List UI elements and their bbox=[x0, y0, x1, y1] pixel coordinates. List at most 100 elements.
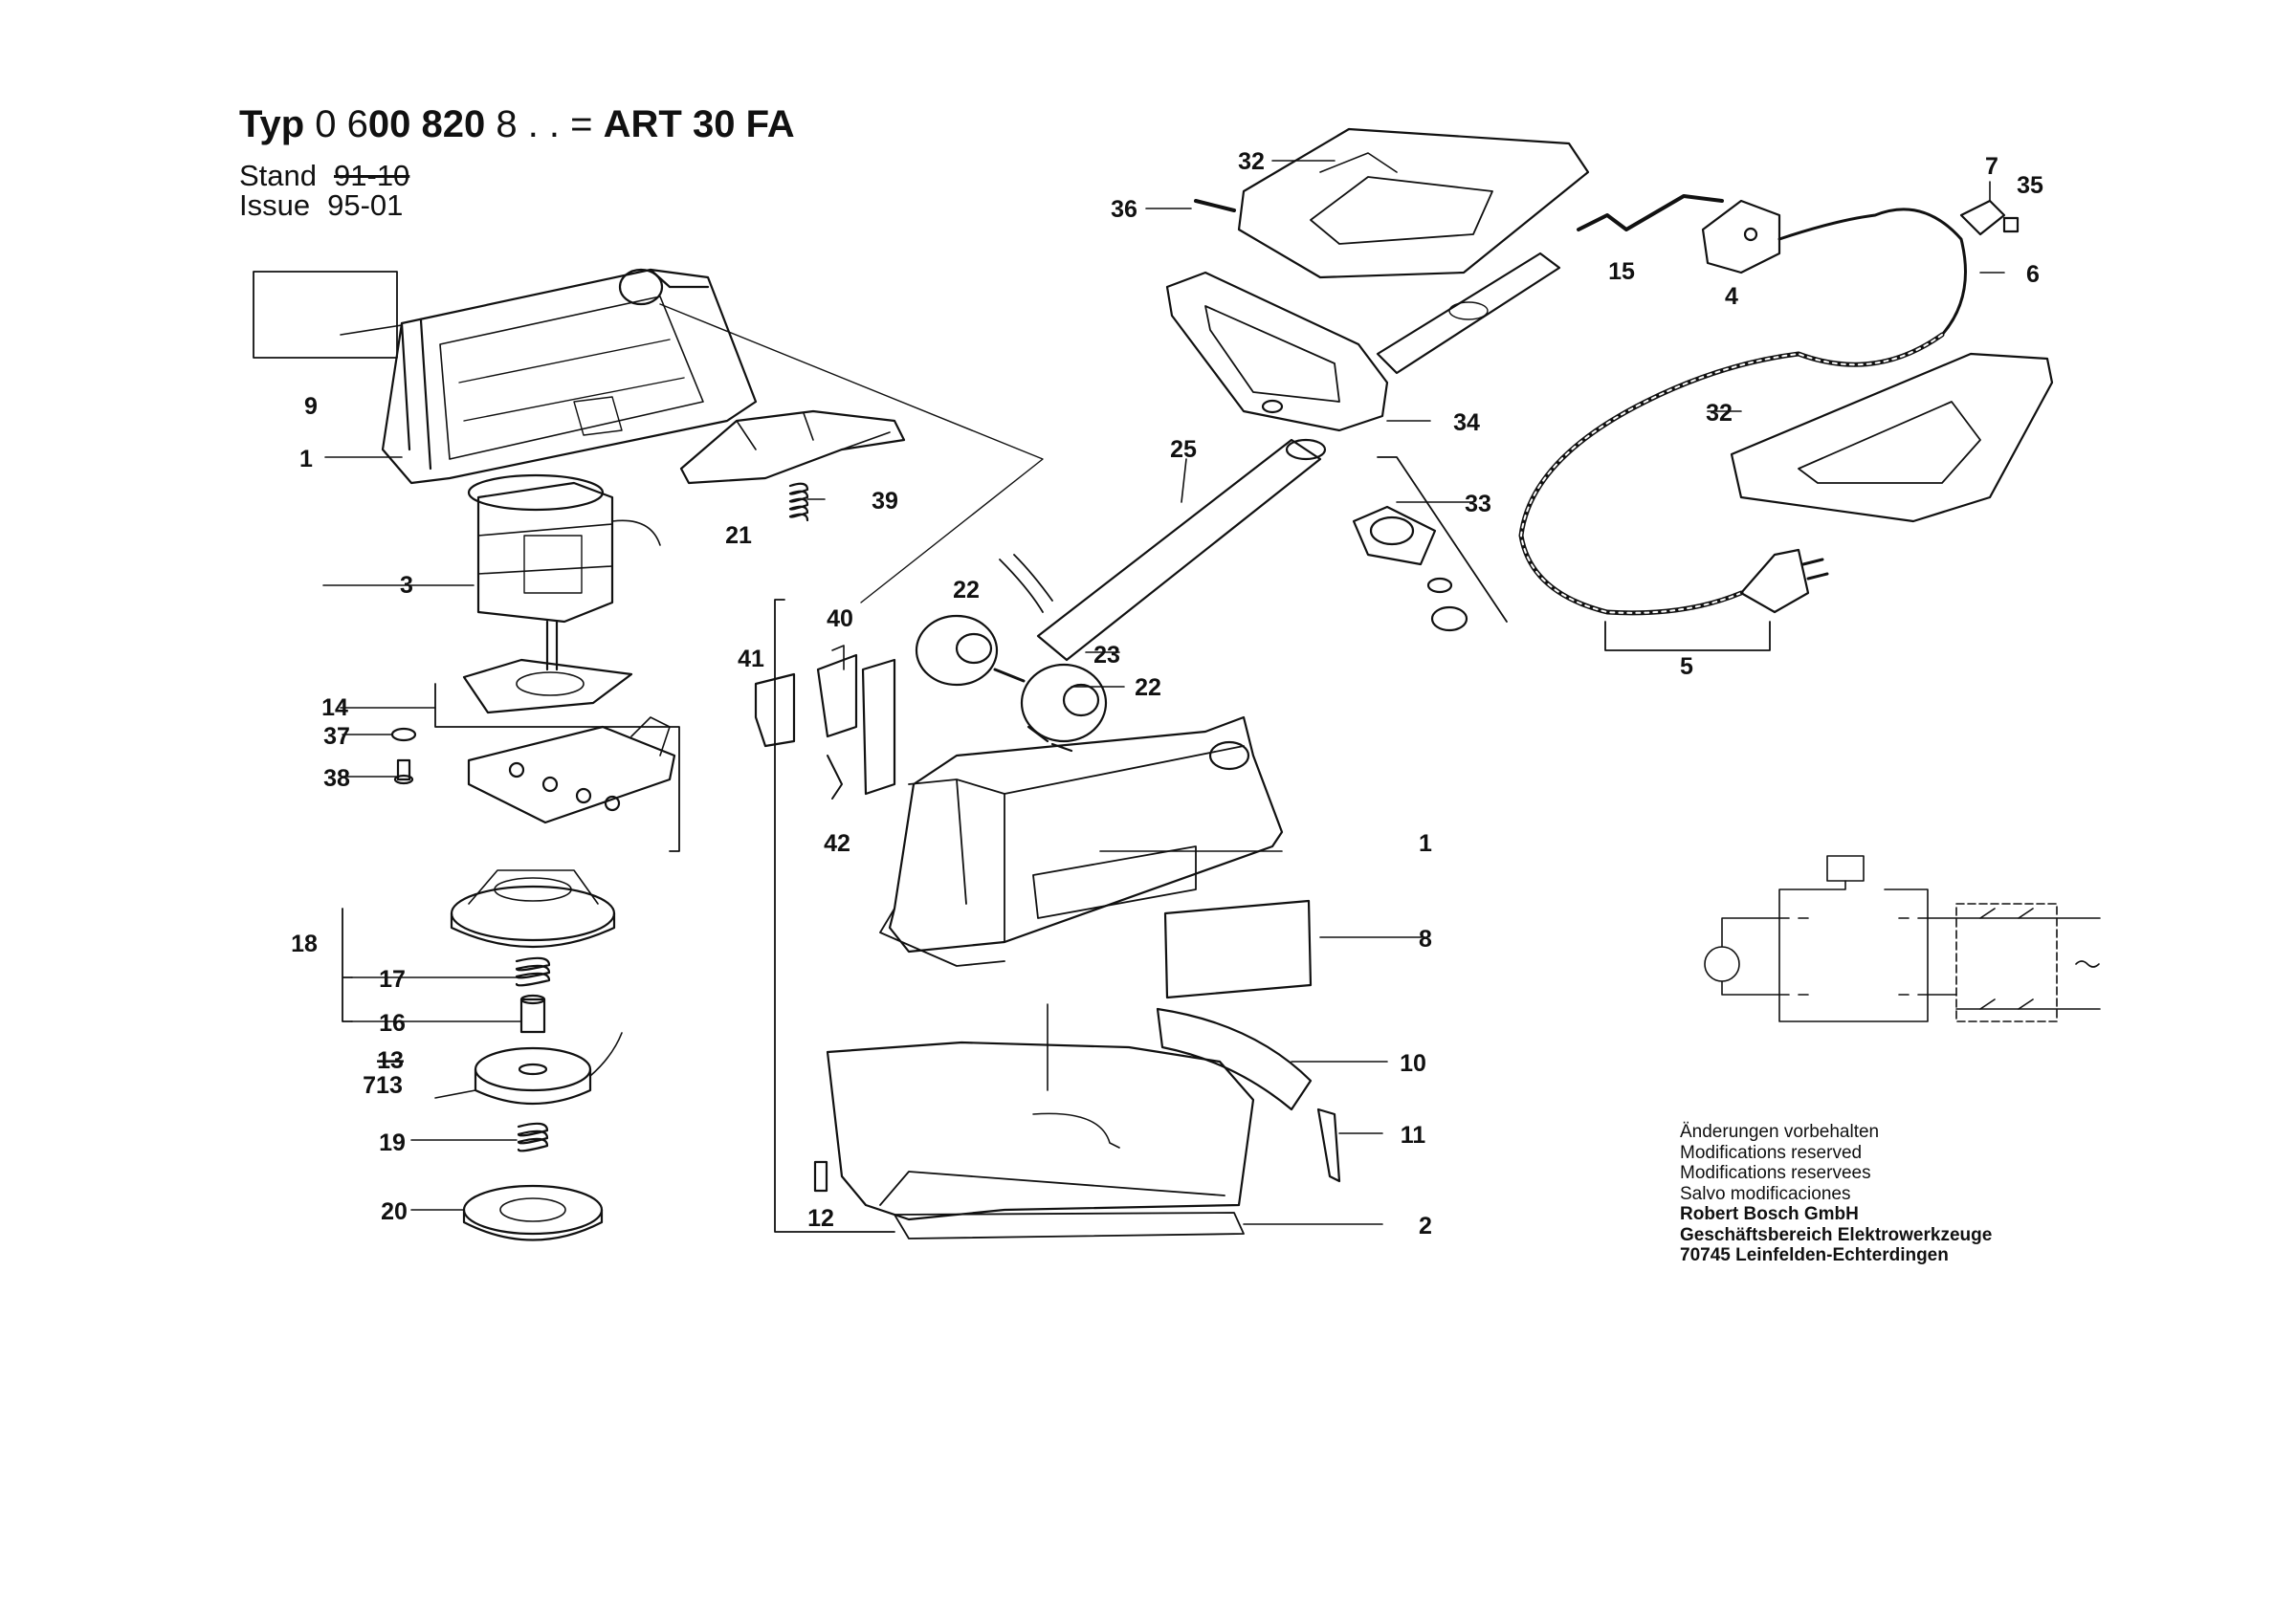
spool-713 bbox=[434, 1032, 623, 1106]
callout-40: 40 bbox=[827, 605, 853, 632]
spring-39 bbox=[788, 482, 809, 522]
callout-3: 3 bbox=[400, 572, 413, 599]
callout-14: 14 bbox=[321, 694, 348, 721]
callout-32-upper: 32 bbox=[1238, 148, 1265, 175]
typ-number-a: 0 6 bbox=[315, 103, 368, 145]
issue-value: 95-01 bbox=[327, 188, 404, 222]
typ-number-c: 8 . . = bbox=[485, 103, 593, 145]
model-name: ART 30 FA bbox=[603, 103, 795, 145]
bushing-16 bbox=[519, 994, 546, 1034]
callout-23: 23 bbox=[1093, 642, 1120, 669]
callout-34: 34 bbox=[1453, 409, 1480, 436]
cable-6 bbox=[1518, 208, 1967, 616]
cutter-11 bbox=[1316, 1108, 1341, 1183]
switch-lock-33 bbox=[1352, 505, 1468, 632]
callout-35: 35 bbox=[2017, 172, 2043, 199]
spool-cover-20 bbox=[462, 1184, 604, 1241]
callout-19: 19 bbox=[379, 1130, 406, 1156]
issue-line: Issue 95-01 bbox=[239, 188, 403, 223]
handle-34 bbox=[1165, 252, 1561, 432]
bar-40b bbox=[861, 658, 896, 796]
company-address: 70745 Leinfelden-Echterdingen bbox=[1680, 1245, 1949, 1265]
callout-5: 5 bbox=[1680, 653, 1693, 680]
bracket-33 bbox=[1377, 456, 1508, 623]
key-42 bbox=[827, 755, 843, 800]
screw-38 bbox=[393, 758, 414, 785]
spring-17 bbox=[515, 956, 551, 987]
callout-4: 4 bbox=[1725, 283, 1738, 310]
brush-plate-14 bbox=[462, 658, 676, 824]
callout-1-upper: 1 bbox=[299, 446, 313, 472]
note-line-4: Salvo modificaciones bbox=[1680, 1183, 1851, 1204]
callout-37: 37 bbox=[323, 723, 350, 750]
title-line: Typ 0 600 820 8 . . = ART 30 FA bbox=[239, 103, 795, 146]
handle-cover-32-upper bbox=[1237, 127, 1590, 279]
lower-housing-1 bbox=[879, 715, 1284, 967]
callout-22-upper: 22 bbox=[953, 577, 980, 603]
motor-3 bbox=[467, 473, 661, 671]
callout-713: 713 bbox=[363, 1072, 403, 1099]
callout-11: 11 bbox=[1401, 1122, 1426, 1149]
company-division: Geschäftsbereich Elektrowerkzeuge bbox=[1680, 1224, 1993, 1245]
switch-4 bbox=[1701, 199, 1781, 274]
guard-10 bbox=[1156, 1007, 1313, 1111]
notes-block: Änderungen vorbehalten Modifications res… bbox=[1680, 1122, 1992, 1266]
mains-plug-5 bbox=[1739, 548, 1829, 614]
callout-1-lower: 1 bbox=[1419, 830, 1432, 857]
stand-value: 91-10 bbox=[334, 159, 410, 192]
callout-41: 41 bbox=[738, 646, 764, 672]
holder-40 bbox=[816, 645, 858, 738]
wheel-22-lower bbox=[1020, 663, 1108, 753]
callout-8: 8 bbox=[1419, 926, 1432, 953]
clamp-7 bbox=[1959, 199, 2006, 236]
callout-36: 36 bbox=[1111, 196, 1137, 223]
callout-17: 17 bbox=[379, 966, 406, 993]
washer-37 bbox=[390, 727, 417, 742]
bracket-41 bbox=[774, 599, 895, 1233]
stand-line: Stand 91-10 bbox=[239, 159, 409, 193]
part-12 bbox=[813, 1160, 828, 1193]
callout-9: 9 bbox=[304, 393, 318, 420]
callout-6: 6 bbox=[2026, 261, 2040, 288]
callout-42: 42 bbox=[824, 830, 850, 857]
callout-10: 10 bbox=[1400, 1050, 1426, 1077]
wheel-22-upper bbox=[915, 614, 999, 687]
callout-33: 33 bbox=[1465, 491, 1491, 517]
upper-housing-half bbox=[381, 268, 758, 485]
callout-32-lower: 32 bbox=[1706, 400, 1733, 427]
bracket-5 bbox=[1604, 621, 1771, 651]
screw-35 bbox=[2002, 216, 2020, 233]
wiring-schematic bbox=[1704, 855, 2101, 1022]
switch-lever bbox=[679, 409, 906, 485]
screw-36 bbox=[1194, 199, 1236, 212]
callout-38: 38 bbox=[323, 765, 350, 792]
spool-housing-18 bbox=[450, 869, 616, 949]
clip-41 bbox=[754, 672, 796, 748]
callout-18: 18 bbox=[291, 931, 318, 957]
note-line-1: Änderungen vorbehalten bbox=[1680, 1122, 1880, 1142]
company-name: Robert Bosch GmbH bbox=[1680, 1204, 1859, 1224]
callout-7: 7 bbox=[1985, 153, 1998, 180]
leader-lines bbox=[322, 160, 2005, 1225]
callout-15: 15 bbox=[1608, 258, 1635, 285]
shaft-tube-25 bbox=[999, 438, 1327, 662]
label-plate-9 bbox=[253, 271, 398, 359]
callout-39: 39 bbox=[872, 488, 898, 515]
callout-21: 21 bbox=[725, 522, 752, 549]
callout-25: 25 bbox=[1170, 436, 1197, 463]
note-line-2: Modifications reserved bbox=[1680, 1142, 1863, 1163]
spring-19 bbox=[517, 1122, 549, 1152]
label-plate-8 bbox=[1163, 899, 1313, 999]
bracket-18 bbox=[342, 908, 353, 1022]
stand-label: Stand bbox=[239, 159, 318, 192]
handle-cover-32-lower bbox=[1730, 352, 2054, 523]
callout-12: 12 bbox=[807, 1205, 834, 1232]
callout-16: 16 bbox=[379, 1010, 406, 1037]
guard-base-2 bbox=[826, 1003, 1255, 1239]
typ-number-b: 00 820 bbox=[367, 103, 486, 145]
issue-label: Issue bbox=[239, 188, 311, 222]
cable-guide-15 bbox=[1577, 194, 1724, 231]
typ-label: Typ bbox=[239, 103, 305, 145]
note-line-3: Modifications reservees bbox=[1680, 1163, 1871, 1183]
